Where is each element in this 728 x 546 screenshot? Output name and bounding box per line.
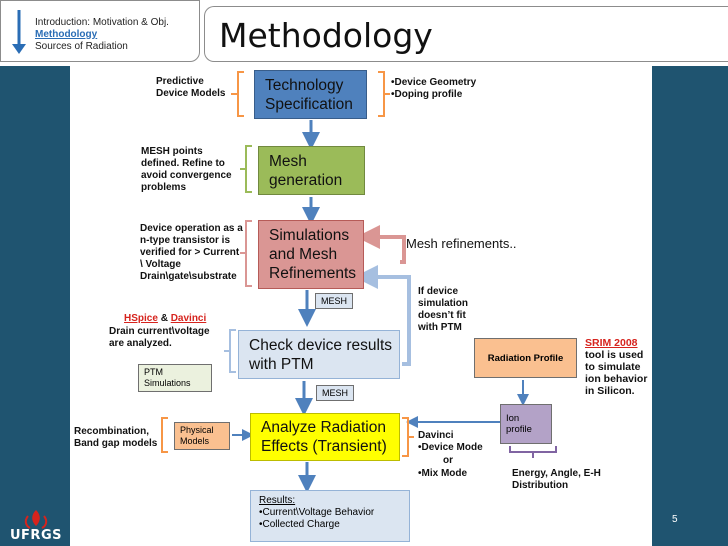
mesh-generation-box: Mesh generation <box>258 146 365 195</box>
results-title: Results: <box>259 495 296 506</box>
note-or: or <box>443 455 453 466</box>
tech-spec-label: Technology Specification <box>265 76 353 113</box>
ufrgs-logo-icon <box>24 510 48 529</box>
analyze-label: Analyze Radiation Effects (Transient) <box>261 419 387 455</box>
note-recombination: Recombination, Band gap models <box>74 426 158 449</box>
page-title: Methodology <box>219 16 433 55</box>
mesh-generation-label: Mesh generation <box>269 152 343 189</box>
tech-spec-box: Technology Specification <box>254 70 367 119</box>
mesh-box-1: MESH <box>315 293 353 309</box>
note-doping-profile: •Doping profile <box>391 89 463 100</box>
note-device-geometry: •Device Geometry <box>391 77 477 88</box>
bracket-drain <box>224 329 236 373</box>
check-device-box: Check device results with PTM <box>238 330 400 379</box>
note-davinci: Davinci <box>418 430 454 441</box>
note-device-mode: •Device Mode <box>418 442 483 453</box>
nav-item-sources[interactable]: Sources of Radiation <box>35 41 128 52</box>
note-srim: SRIM 2008 tool is used to simulate ion b… <box>585 337 651 397</box>
bracket-recombination <box>161 417 168 453</box>
title-box: Methodology <box>204 6 728 62</box>
bracket-energy <box>509 446 557 458</box>
analyze-box: Analyze Radiation Effects (Transient) <box>250 413 400 461</box>
nav-item-methodology[interactable]: Methodology <box>35 29 98 40</box>
nav-arrow-icon <box>12 10 26 54</box>
physical-models-box: Physical Models <box>174 422 230 450</box>
bracket-davinci <box>402 417 414 457</box>
amp-label: & <box>160 313 168 324</box>
note-mesh-points: MESH points defined. Refine to avoid con… <box>141 146 232 193</box>
radiation-profile-box: Radiation Profile <box>474 338 577 378</box>
nav-item-introduction[interactable]: Introduction: Motivation & Obj. <box>35 17 169 28</box>
note-device-operation: Device operation as a n-type transistor … <box>140 223 243 282</box>
nav-box: Introduction: Motivation & Obj. Methodol… <box>0 0 200 62</box>
left-band <box>0 66 70 546</box>
arrow-feedback-loop <box>354 265 411 366</box>
bracket-mesh-points <box>240 145 252 193</box>
results-box: Results: •Current\Voltage Behavior •Coll… <box>250 490 410 542</box>
ion-profile-box: Ion profile <box>500 404 552 444</box>
mesh-box-2: MESH <box>316 385 354 401</box>
hspice-label: HSpice <box>124 313 158 324</box>
davinci-red-label: Davinci <box>170 313 207 324</box>
note-drain-current: Drain current\voltage are analyzed. <box>109 326 210 349</box>
check-device-label: Check device results with PTM <box>249 336 393 373</box>
note-mesh-refinements: Mesh refinements.. <box>406 236 517 251</box>
simulations-box: Simulations and Mesh Refinements <box>258 220 364 289</box>
results-item-1: •Current\Voltage Behavior <box>259 507 375 518</box>
simulations-label: Simulations and Mesh Refinements <box>269 227 357 282</box>
note-mix-mode: •Mix Mode <box>418 468 468 479</box>
arrow-refinement-loop <box>356 225 406 264</box>
note-if-device: If device simulation doesn’t fit with PT… <box>418 286 469 333</box>
srim-desc: tool is used to simulate ion behavior in… <box>585 349 648 397</box>
results-item-2: •Collected Charge <box>259 519 340 530</box>
ptm-simulations-box: PTM Simulations <box>138 364 212 392</box>
bracket-device-op <box>240 220 252 287</box>
srim-label: SRIM 2008 <box>585 337 638 349</box>
note-energy: Energy, Angle, E-H Distribution <box>512 468 601 491</box>
logo-text: UFRGS <box>10 528 62 543</box>
right-band <box>652 66 728 546</box>
bracket-geometry <box>378 71 390 117</box>
bracket-predictive <box>231 71 244 117</box>
note-hspice-davinci: HSpice & Davinci <box>124 313 206 325</box>
page-number: 5 <box>672 514 678 525</box>
note-predictive: Predictive Device Models <box>156 76 226 99</box>
